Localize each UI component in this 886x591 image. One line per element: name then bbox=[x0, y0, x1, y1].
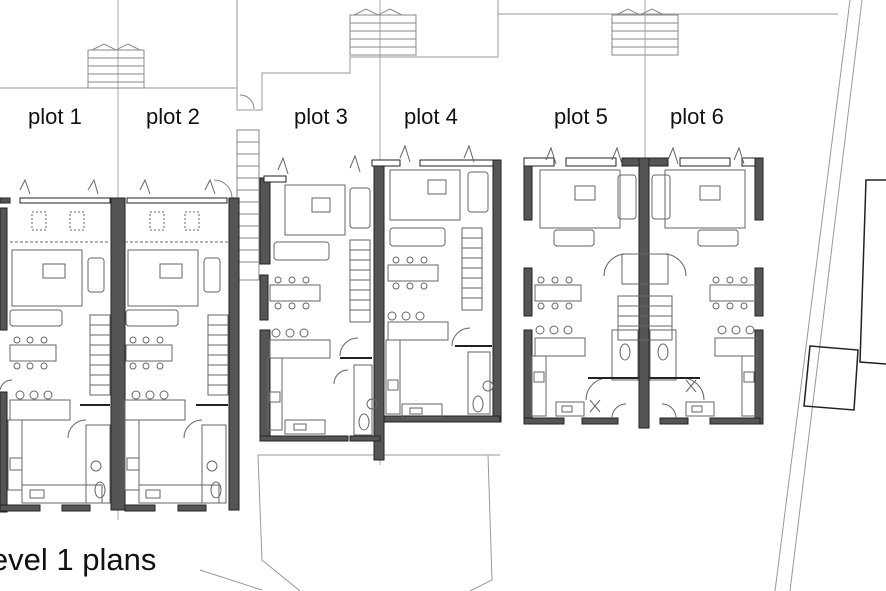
external-stairs bbox=[87, 8, 679, 281]
plots-3-4-interior bbox=[267, 144, 494, 436]
plot-label-3: plot 3 bbox=[294, 104, 348, 129]
plot-label-5: plot 5 bbox=[554, 104, 608, 129]
plan-title: level 1 plans bbox=[0, 542, 157, 577]
plot-label-2: plot 2 bbox=[146, 104, 200, 129]
site-boundary bbox=[0, 0, 863, 591]
plot-label-6: plot 6 bbox=[670, 104, 724, 129]
plots-1-2-walls bbox=[0, 197, 240, 513]
plots-5-6-walls bbox=[523, 157, 764, 429]
plots-5-6-interior bbox=[531, 146, 758, 419]
neighbouring-buildings bbox=[803, 179, 886, 411]
plots-1-2-interior bbox=[0, 178, 229, 504]
plot-label-4: plot 4 bbox=[404, 104, 458, 129]
plots-3-4-walls bbox=[259, 159, 502, 461]
plot-label-1: plot 1 bbox=[28, 104, 82, 129]
